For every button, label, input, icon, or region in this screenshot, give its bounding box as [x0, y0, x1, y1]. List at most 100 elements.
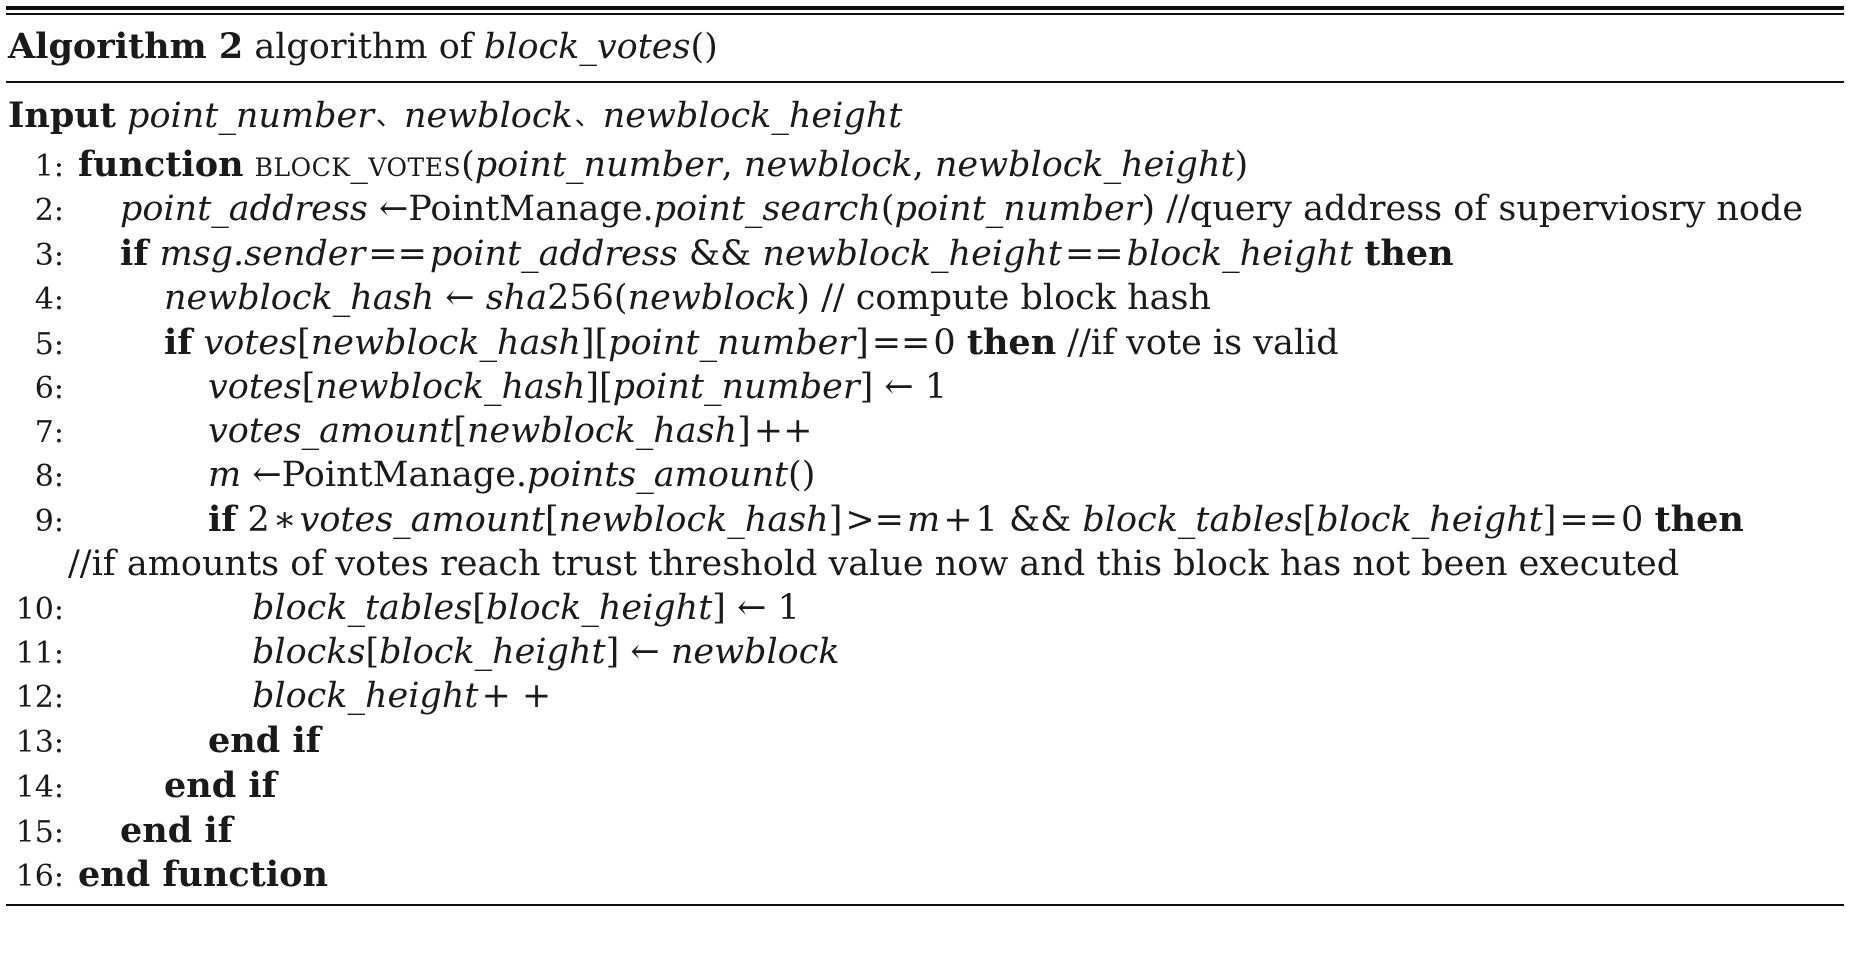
- code-token-var: newblock_hash: [558, 499, 829, 540]
- code-token-arrow: ←: [630, 631, 660, 672]
- code-token-var: points_amount: [527, 454, 789, 495]
- code-token-var: newblock_hash: [315, 366, 586, 407]
- code-token-op: + +: [481, 675, 552, 716]
- code-token-var: block_height: [379, 631, 606, 672]
- code-token-var: block_height: [1316, 499, 1543, 540]
- line-code: m ←PointManage.points_amount(): [74, 454, 1844, 498]
- code-token-op: ==: [368, 233, 427, 274]
- input-param: point_number: [127, 95, 374, 136]
- code-token-op: ++: [753, 410, 813, 451]
- line-number: 16:: [15, 859, 64, 895]
- code-token-sc: block_votes: [254, 145, 462, 185]
- algorithm-line: 5:if votes[newblock_hash][point_number]=…: [6, 321, 1844, 366]
- code-token-rm: ]: [1542, 499, 1557, 540]
- code-token-var: m: [208, 454, 242, 495]
- code-token-rm: (): [788, 454, 816, 495]
- code-token-var: point_number: [612, 366, 860, 407]
- code-token-var: newblock_hash: [467, 410, 738, 451]
- code-token-var: point_search: [653, 188, 881, 229]
- code-token-num: 1: [975, 499, 998, 540]
- code-token-rm: ): [1141, 188, 1156, 229]
- algorithm-function-parens: (): [690, 27, 718, 67]
- code-token-rm: PointManage.: [281, 454, 528, 495]
- line-number: 1:: [34, 149, 64, 184]
- code-token-num: 1: [924, 366, 948, 407]
- code-token-num: 2: [247, 499, 270, 540]
- algorithm-line: 15:end if: [6, 809, 1844, 854]
- code-token-var: newblock: [627, 277, 797, 318]
- line-code: votes[newblock_hash][point_number] ← 1: [74, 366, 1844, 410]
- algorithm-line: 13: end if: [6, 719, 1844, 764]
- code-token-rm: [: [297, 322, 311, 363]
- input-param-separator: 、: [375, 101, 402, 132]
- code-token-var: point_address: [120, 188, 368, 229]
- code-token-rm: PointManage.: [408, 188, 654, 229]
- code-token-var: m: [907, 499, 941, 540]
- algorithm-block: Algorithm 2 algorithm of block_votes() I…: [0, 6, 1850, 907]
- algorithm-line: 1:function block_votes(point_number, new…: [6, 143, 1844, 188]
- line-number: 10:: [15, 591, 64, 627]
- code-token-cmt: //if amounts of votes reach trust thresh…: [68, 543, 1680, 584]
- code-token-var: newblock: [743, 145, 913, 185]
- caption-rule: [6, 80, 1844, 83]
- code-token-kw: if: [120, 232, 149, 274]
- algorithm-label: Algorithm 2: [8, 26, 244, 67]
- line-code: if 2∗votes_amount[newblock_hash]>=m+1 &&…: [74, 498, 1844, 543]
- code-token-rm: ]: [859, 366, 874, 407]
- code-token-op: ==: [1559, 499, 1619, 540]
- code-token-rm: [: [544, 499, 559, 540]
- code-token-arrow: ←: [445, 277, 475, 318]
- algorithm-line: 4:newblock_hash ← sha256(newblock) // co…: [6, 277, 1844, 321]
- line-code: end if: [74, 719, 1844, 764]
- line-number: 4:: [34, 281, 64, 317]
- code-token-var: votes: [203, 322, 298, 363]
- code-token-var: blocks: [252, 631, 366, 672]
- code-token-rm: ]: [712, 587, 726, 628]
- algorithm-line: 2:point_address ←PointManage.point_searc…: [6, 188, 1844, 232]
- input-parameter-list: point_number、newblock、newblock_height: [127, 96, 902, 136]
- code-token-var: point_number: [608, 322, 856, 363]
- code-token-kw: then: [966, 321, 1057, 363]
- line-number: 5:: [34, 326, 64, 362]
- code-token-arrow: ←: [252, 454, 282, 495]
- code-token-var: newblock_hash: [164, 277, 435, 318]
- code-token-num: 256: [547, 277, 614, 318]
- code-token-var: block_tables: [252, 587, 473, 628]
- code-token-var: point_number: [474, 145, 722, 185]
- code-token-op: ∗: [272, 499, 297, 540]
- line-code: end if: [74, 764, 1844, 809]
- code-token-num: 1: [777, 587, 800, 628]
- code-token-var: point_number: [894, 188, 1142, 229]
- code-token-rm: (: [461, 145, 475, 185]
- code-token-rm: [: [472, 587, 486, 628]
- code-token-rm: ][: [580, 322, 609, 363]
- line-code: end function: [74, 853, 1844, 898]
- line-code: block_height+ +: [74, 675, 1844, 719]
- algorithm-line: 6:votes[newblock_hash][point_number] ← 1: [6, 366, 1844, 410]
- code-token-num: 0: [933, 322, 956, 363]
- line-code: blocks[block_height] ← newblock: [74, 631, 1844, 675]
- algorithm-line: 11: blocks[block_height] ← newblock: [6, 631, 1844, 675]
- algorithm-line: 16: end function: [6, 853, 1844, 898]
- code-token-var: newblock_height: [762, 233, 1062, 274]
- code-token-var: msg.sender: [159, 233, 366, 274]
- code-token-var: sha: [485, 277, 548, 318]
- line-number: 13:: [15, 724, 64, 760]
- line-code: votes_amount[newblock_hash]++: [74, 410, 1844, 454]
- code-token-kw: then: [1654, 498, 1744, 540]
- code-token-op: ==: [1064, 233, 1124, 274]
- code-token-op: ==: [871, 322, 931, 363]
- code-token-cmt: //if vote is valid: [1067, 322, 1339, 363]
- algorithm-line: 12:block_height+ +: [6, 675, 1844, 719]
- code-token-kw: function: [78, 144, 244, 185]
- top-rule: [6, 6, 1844, 15]
- code-token-var: newblock_height: [934, 145, 1235, 185]
- code-token-rm: (: [613, 277, 628, 318]
- line-number: 3:: [34, 237, 64, 273]
- code-token-rm: ][: [585, 366, 613, 407]
- input-param: newblock: [403, 95, 573, 136]
- input-line: Input point_number、newblock、newblock_hei…: [6, 83, 1844, 144]
- line-number: 11:: [15, 635, 64, 671]
- line-code: if msg.sender==point_address && newblock…: [74, 232, 1844, 277]
- line-number: 2:: [34, 192, 64, 228]
